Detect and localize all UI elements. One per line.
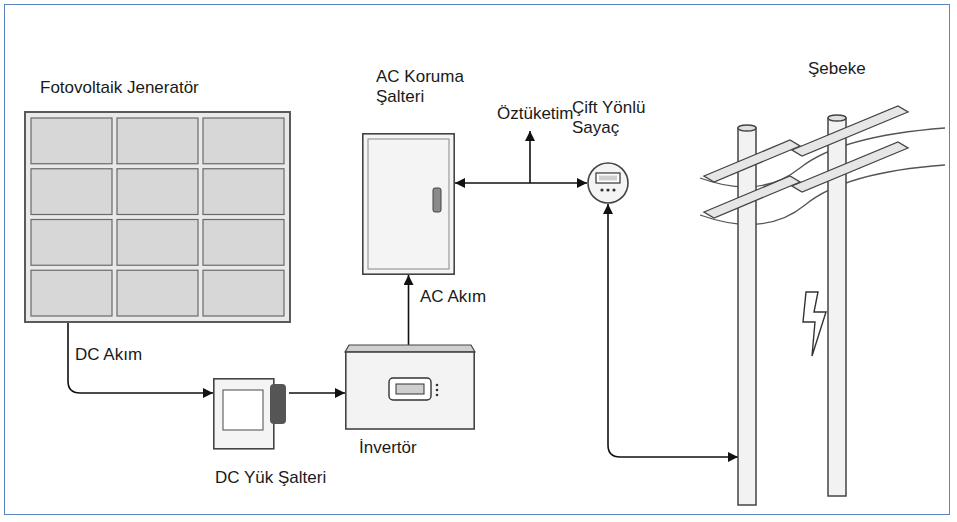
dc-load-switch-shape: [213, 378, 289, 450]
inverter: İnvertör: [345, 345, 475, 430]
flow-arrow: [68, 322, 213, 393]
node-label: Şebeke: [808, 59, 866, 79]
ac-protection-switch-shape: [362, 133, 455, 275]
inverter-shape: [345, 345, 475, 430]
flow-arrow: [455, 182, 587, 184]
bidirectional-meter: Çift Yönlü Sayaç: [587, 162, 629, 204]
node-label: AC Koruma Şalteri: [376, 67, 481, 107]
flow-arrow: [289, 392, 345, 394]
pv-generator: Fotovoltaik Jeneratör: [25, 112, 290, 322]
flow-arrow: [408, 275, 410, 345]
ac-protection-switch: AC Koruma Şalteri: [362, 133, 455, 275]
self-consumption-arrow: [529, 131, 531, 183]
dc-load-switch: DC Yük Şalteri: [213, 378, 289, 450]
node-label: Fotovoltaik Jeneratör: [40, 78, 199, 98]
node-label: İnvertör: [359, 438, 417, 458]
node-label: Çift Yönlü Sayaç: [572, 98, 672, 138]
flow-arrow: [608, 204, 738, 457]
pv-generator-shape: [25, 112, 290, 322]
bidirectional-meter-shape: [587, 162, 629, 204]
edge-label: DC Akım: [75, 345, 142, 365]
grid-poles-shape: [700, 55, 945, 510]
flow-label: Öztüketim: [497, 104, 574, 124]
edge-label: AC Akım: [420, 287, 486, 307]
node-label: DC Yük Şalteri: [215, 468, 326, 488]
grid-poles: Şebeke: [700, 55, 945, 510]
